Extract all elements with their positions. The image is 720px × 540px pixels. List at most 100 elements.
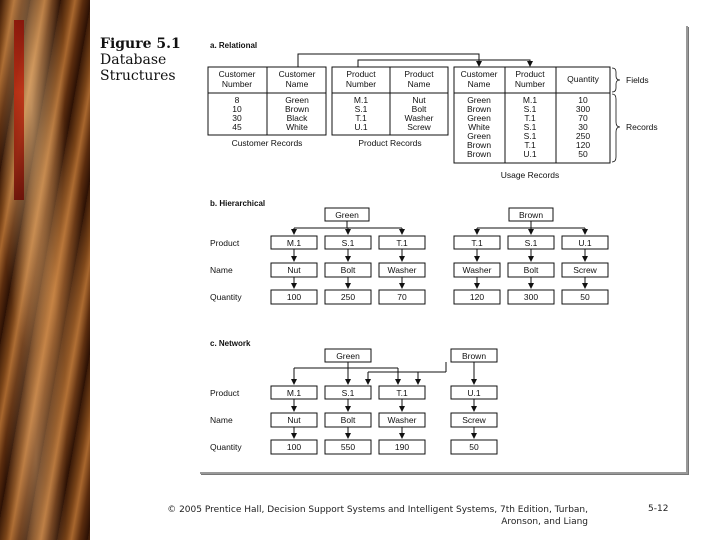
usage-customer-name-header-2: Name [468, 79, 491, 89]
net-root-brown: Brown [462, 351, 486, 361]
table-cell: Green [285, 95, 309, 105]
table-cell: 50 [578, 149, 588, 159]
table-cell: 250 [576, 131, 590, 141]
hier-node: Bolt [524, 265, 539, 275]
page-number: 5-12 [648, 504, 669, 514]
customer-records-table: Customer Number Customer Name 8 Green 10… [207, 66, 327, 148]
table-cell: T.1 [524, 140, 536, 150]
net-node: M.1 [287, 388, 301, 398]
hier-product-row-label: Product [210, 238, 240, 248]
table-cell: S.1 [524, 122, 537, 132]
decorative-red-stripe [14, 20, 24, 200]
table-cell: Black [287, 113, 309, 123]
hier-node: T.1 [396, 238, 408, 248]
net-node: 100 [287, 442, 301, 452]
hier-node: Screw [573, 265, 597, 275]
product-name-header-1: Product [404, 69, 434, 79]
hier-node: 120 [470, 292, 484, 302]
figure-panel: a. Relational Customer Number Customer N… [200, 26, 688, 474]
product-records-caption: Product Records [358, 138, 421, 148]
relational-heading: a. Relational [210, 41, 257, 50]
footer-line2: Aronson, and Liang [501, 517, 588, 527]
table-cell: M.1 [354, 95, 368, 105]
hier-root-brown: Brown [519, 210, 543, 220]
table-cell: Brown [467, 149, 491, 159]
table-cell: 10 [232, 104, 242, 114]
product-number-header-1: Product [346, 69, 376, 79]
table-cell: S.1 [355, 104, 368, 114]
table-cell: 10 [578, 95, 588, 105]
product-records-table: Product Number Product Name M.1 Nut S.1 … [331, 66, 449, 148]
network-boxes [270, 348, 498, 455]
table-cell: T.1 [524, 113, 536, 123]
hier-node: U.1 [578, 238, 592, 248]
table-cell: T.1 [355, 113, 367, 123]
records-label: Records [626, 122, 658, 132]
hier-node: T.1 [471, 238, 483, 248]
hier-node: 70 [397, 292, 407, 302]
net-node: 190 [395, 442, 409, 452]
net-name-row-label: Name [210, 415, 233, 425]
figure-title: Figure 5.1 Database Structures [100, 36, 200, 84]
table-cell: U.1 [523, 149, 537, 159]
table-cell: 30 [232, 113, 242, 123]
hier-name-row-label: Name [210, 265, 233, 275]
figure-title-line2: Structures [100, 68, 176, 84]
hier-node: S.1 [525, 238, 538, 248]
net-node: Washer [388, 415, 417, 425]
table-cell: Brown [285, 104, 309, 114]
customer-name-header-1: Customer [279, 69, 316, 79]
network-connectors [291, 362, 477, 439]
net-node: T.1 [396, 388, 408, 398]
database-structures-diagram: a. Relational Customer Number Customer N… [207, 41, 658, 455]
net-quantity-row-label: Quantity [210, 442, 242, 452]
net-node: 50 [469, 442, 479, 452]
net-product-row-label: Product [210, 388, 240, 398]
table-cell: S.1 [524, 131, 537, 141]
customer-number-header-2: Number [222, 79, 252, 89]
table-cell: M.1 [523, 95, 537, 105]
table-cell: Washer [405, 113, 434, 123]
usage-quantity-header: Quantity [567, 74, 599, 84]
hier-node: S.1 [342, 238, 355, 248]
table-cell: Green [467, 113, 491, 123]
customer-records-caption: Customer Records [232, 138, 303, 148]
hier-node: M.1 [287, 238, 301, 248]
usage-product-number-header-2: Number [515, 79, 545, 89]
table-cell: 300 [576, 104, 590, 114]
usage-records-table: Customer Name Product Number Quantity Gr… [453, 66, 611, 180]
hier-node: 250 [341, 292, 355, 302]
table-cell: White [468, 122, 490, 132]
table-cell: Brown [467, 104, 491, 114]
hier-node: Nut [287, 265, 301, 275]
usage-customer-name-header-1: Customer [461, 69, 498, 79]
table-cell: Brown [467, 140, 491, 150]
product-number-header-2: Number [346, 79, 376, 89]
customer-number-header-1: Customer [219, 69, 256, 79]
table-cell: 30 [578, 122, 588, 132]
hier-node: Washer [388, 265, 417, 275]
network-heading: c. Network [210, 339, 251, 348]
footer-line1: © 2005 Prentice Hall, Decision Support S… [167, 505, 588, 515]
table-cell: S.1 [524, 104, 537, 114]
table-cell: Bolt [412, 104, 427, 114]
hier-node: Washer [463, 265, 492, 275]
copyright-footer: © 2005 Prentice Hall, Decision Support S… [108, 504, 588, 528]
hier-node: 50 [580, 292, 590, 302]
decorative-wood-sidebar [0, 0, 90, 540]
net-root-green: Green [336, 351, 360, 361]
net-node: U.1 [467, 388, 481, 398]
table-cell: Green [467, 95, 491, 105]
net-node: Bolt [341, 415, 356, 425]
hier-node: 300 [524, 292, 538, 302]
hier-quantity-row-label: Quantity [210, 292, 242, 302]
hier-root-green: Green [335, 210, 359, 220]
table-cell: Screw [407, 122, 431, 132]
table-cell: White [286, 122, 308, 132]
hierarchical-connectors [291, 221, 588, 289]
net-node: Screw [462, 415, 486, 425]
fields-records-braces [611, 67, 621, 163]
table-cell: 70 [578, 113, 588, 123]
customer-name-header-2: Name [286, 79, 309, 89]
fields-label: Fields [626, 75, 649, 85]
